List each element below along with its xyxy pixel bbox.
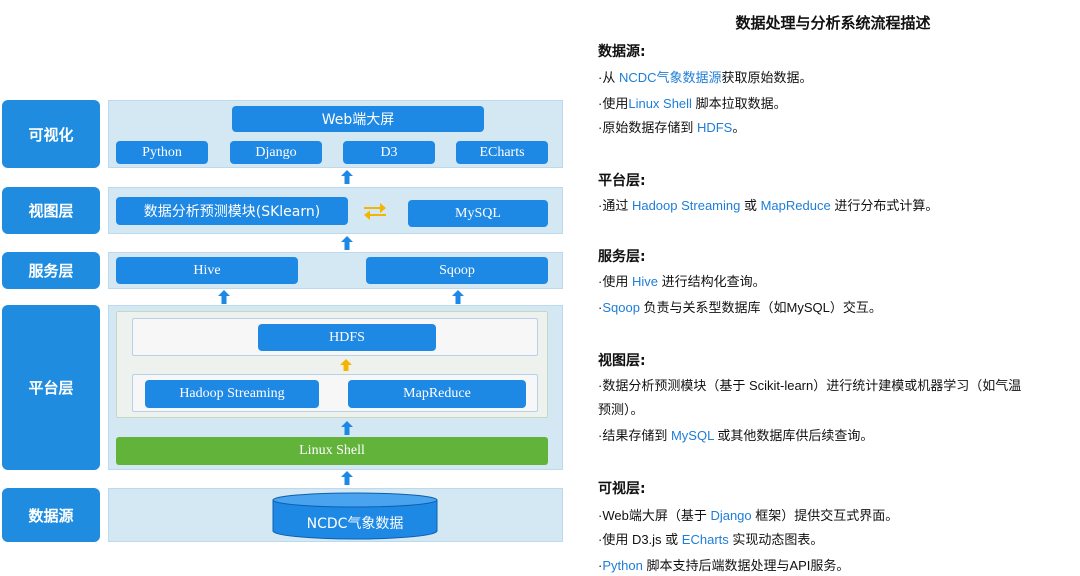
section-heading: 平台层: bbox=[598, 173, 646, 189]
arrow-up-icon bbox=[341, 471, 353, 485]
arrow-up-icon bbox=[341, 421, 353, 435]
text-span: ·结果存储到 bbox=[598, 428, 671, 443]
highlight-term: HDFS bbox=[696, 120, 733, 135]
highlight-term: Django bbox=[710, 508, 752, 523]
description-line: ·数据分析预测模块（基于 Scikit-learn）进行统计建模或机器学习（如气… bbox=[598, 376, 1021, 396]
mysql-box: MySQL bbox=[408, 200, 548, 227]
layer-label-visual: 可视化 bbox=[2, 100, 100, 168]
python-box: Python bbox=[116, 141, 208, 164]
text-span: · bbox=[598, 300, 603, 315]
text-span: ·使用 bbox=[598, 96, 629, 111]
section-heading: 服务层: bbox=[598, 249, 646, 265]
text-span: ·Web端大屏（基于 bbox=[598, 508, 711, 523]
text-span: ·原始数据存储到 bbox=[598, 120, 697, 135]
text-span: 负责与关系型数据库（如MySQL）交互。 bbox=[639, 300, 882, 315]
layer-label-source: 数据源 bbox=[2, 488, 100, 542]
highlight-term: MySQL bbox=[670, 428, 714, 443]
text-span: ·使用 D3.js 或 bbox=[598, 532, 682, 547]
description-line: ·Web端大屏（基于 Django 框架）提供交互式界面。 bbox=[598, 506, 898, 526]
text-span: ·从 bbox=[598, 70, 619, 85]
highlight-term: NCDC气象数据源 bbox=[618, 70, 722, 85]
section-heading: 数据源: bbox=[598, 44, 646, 60]
text-span: ·使用 bbox=[598, 274, 632, 289]
d3-box: D3 bbox=[343, 141, 435, 164]
text-span: 脚本支持后端数据处理与API服务。 bbox=[642, 558, 850, 573]
text-span: 或 bbox=[740, 198, 761, 213]
sqoop-box: Sqoop bbox=[366, 257, 548, 284]
linux-shell-box: Linux Shell bbox=[116, 437, 548, 465]
description-line: ·通过 Hadoop Streaming 或 MapReduce 进行分布式计算… bbox=[598, 196, 938, 216]
arrow-up-icon bbox=[341, 170, 353, 184]
analysis-module-box: 数据分析预测模块(SKlearn) bbox=[116, 197, 348, 225]
text-span: 获取原始数据。 bbox=[721, 70, 813, 85]
text-span: 或其他数据库供后续查询。 bbox=[713, 428, 874, 443]
bidirectional-arrow-icon bbox=[364, 203, 386, 220]
layer-label-view: 视图层 bbox=[2, 187, 100, 234]
highlight-term: Linux Shell bbox=[628, 96, 692, 111]
hadoop-streaming-box: Hadoop Streaming bbox=[145, 380, 319, 408]
highlight-term: ECharts bbox=[681, 532, 729, 547]
text-span: 进行分布式计算。 bbox=[830, 198, 939, 213]
text-span: · bbox=[598, 558, 603, 573]
highlight-term: Hadoop Streaming bbox=[631, 198, 741, 213]
description-line: ·从 NCDC气象数据源获取原始数据。 bbox=[598, 68, 813, 88]
layer-label-service: 服务层 bbox=[2, 252, 100, 289]
mapreduce-box: MapReduce bbox=[348, 380, 526, 408]
ncdc-data-label: NCDC气象数据 bbox=[306, 516, 404, 532]
text-span: ·通过 bbox=[598, 198, 632, 213]
highlight-term: Python bbox=[602, 558, 643, 573]
arrow-up-icon bbox=[452, 290, 464, 304]
text-span: 实现动态图表。 bbox=[728, 532, 824, 547]
description-line: ·使用 D3.js 或 ECharts 实现动态图表。 bbox=[598, 530, 823, 550]
description-line: 预测）。 bbox=[598, 400, 644, 420]
highlight-term: MapReduce bbox=[760, 198, 831, 213]
arrow-up-orange-icon bbox=[340, 359, 352, 371]
text-span: 框架）提供交互式界面。 bbox=[751, 508, 899, 523]
echarts-box: ECharts bbox=[456, 141, 548, 164]
highlight-term: Sqoop bbox=[602, 300, 640, 315]
text-span: 。 bbox=[732, 120, 746, 135]
description-line: ·原始数据存储到 HDFS。 bbox=[598, 118, 745, 138]
description-line: ·使用Linux Shell 脚本拉取数据。 bbox=[598, 94, 787, 114]
django-box: Django bbox=[230, 141, 322, 164]
description-title: 数据处理与分析系统流程描述 bbox=[735, 14, 931, 32]
text-span: 进行结构化查询。 bbox=[657, 274, 766, 289]
hive-box: Hive bbox=[116, 257, 298, 284]
database-cylinder-icon bbox=[272, 492, 438, 540]
arrow-up-icon bbox=[218, 290, 230, 304]
section-heading: 可视层: bbox=[598, 481, 646, 497]
web-screen-box: Web端大屏 bbox=[232, 106, 484, 132]
highlight-term: Hive bbox=[631, 274, 658, 289]
arrow-up-icon bbox=[341, 236, 353, 250]
text-span: ·数据分析预测模块（基于 Scikit-learn）进行统计建模或机器学习（如气… bbox=[598, 378, 1022, 393]
description-line: ·Sqoop 负责与关系型数据库（如MySQL）交互。 bbox=[598, 298, 882, 318]
layer-label-platform: 平台层 bbox=[2, 305, 100, 470]
text-span: 脚本拉取数据。 bbox=[691, 96, 787, 111]
section-heading: 视图层: bbox=[598, 353, 646, 369]
text-span: 预测）。 bbox=[598, 402, 644, 417]
description-line: ·结果存储到 MySQL 或其他数据库供后续查询。 bbox=[598, 426, 873, 446]
description-line: ·Python 脚本支持后端数据处理与API服务。 bbox=[598, 556, 849, 576]
hdfs-box: HDFS bbox=[258, 324, 436, 351]
description-line: ·使用 Hive 进行结构化查询。 bbox=[598, 272, 766, 292]
